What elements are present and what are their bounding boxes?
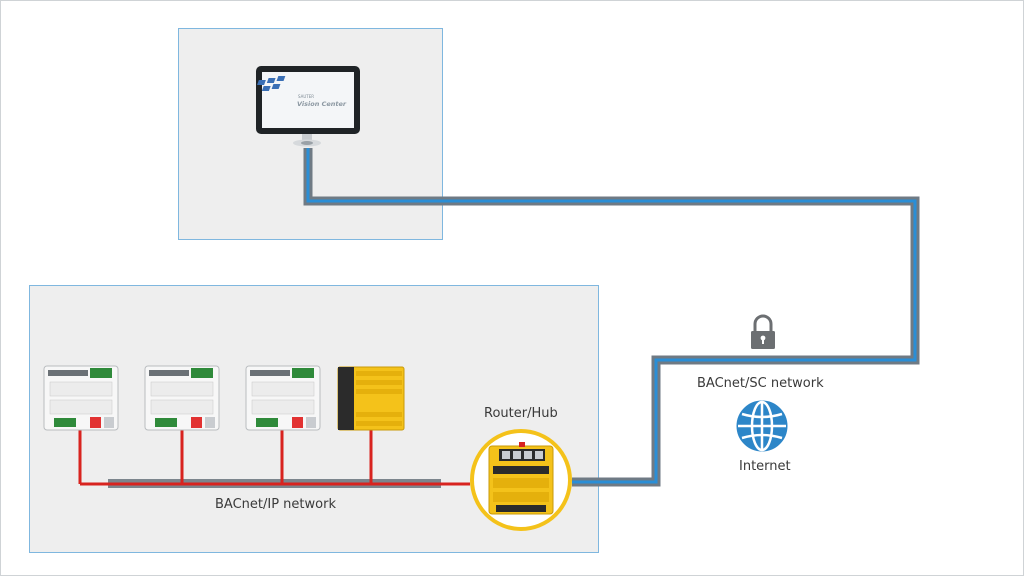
yellow-controller (337, 366, 405, 431)
lock-icon (751, 314, 775, 349)
monitor-brand: Vision Center (297, 100, 347, 108)
monitor-brand-top: SAUTER (298, 94, 314, 99)
globe-icon (736, 400, 788, 452)
internet-label: Internet (739, 459, 791, 474)
controller-2 (144, 365, 220, 431)
bacnet-ip-label: BACnet/IP network (215, 497, 336, 512)
router-icon (470, 429, 572, 531)
controller-3 (245, 365, 321, 431)
router-label: Router/Hub (484, 406, 558, 421)
bacnet-sc-label: BACnet/SC network (697, 376, 824, 391)
controller-1 (43, 365, 119, 431)
bacnet-ip-bus (78, 430, 470, 488)
bacnet-sc-cable (303, 148, 920, 487)
monitor-icon: SAUTER Vision Center (256, 66, 360, 147)
